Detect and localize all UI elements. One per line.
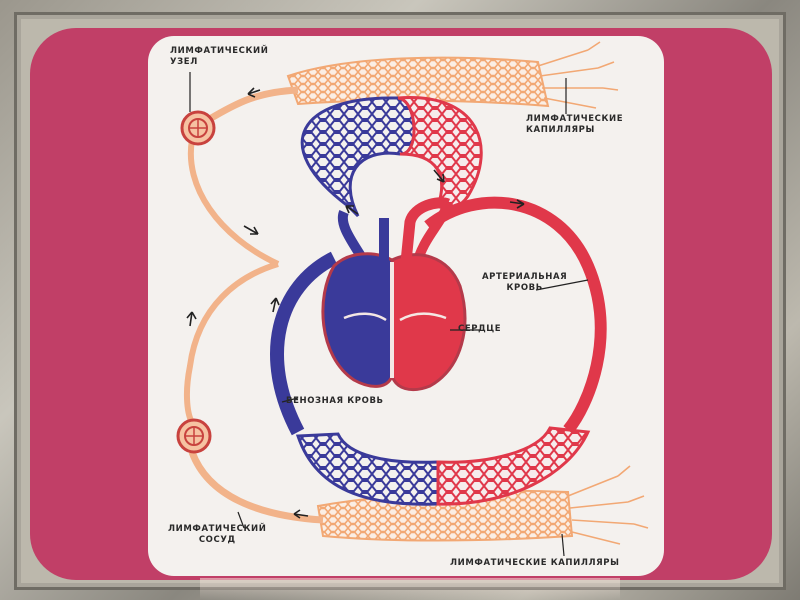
lymph-capillaries-top	[286, 41, 619, 109]
label-leaders	[189, 72, 589, 557]
vena-cava	[270, 251, 338, 436]
arterial-blood-label: АРТЕРИАЛЬНАЯ КРОВЬ	[482, 272, 567, 294]
lymph-node-bottom	[176, 418, 212, 454]
arterial-blood-label-line2: КРОВЬ	[506, 283, 543, 293]
lymph-capillaries-bottom	[316, 465, 649, 545]
lymph-capillaries-bottom-label: ЛИМФАТИЧЕСКИЕ КАПИЛЛЯРЫ	[450, 558, 620, 568]
venous-blood-label: ВЕНОЗНАЯ КРОВЬ	[286, 396, 384, 406]
aorta	[424, 196, 607, 434]
lymph-vessel-label-line2: СОСУД	[198, 535, 236, 545]
flow-arrows	[186, 87, 525, 519]
lymph-node-top	[180, 110, 216, 146]
systemic-capillaries	[295, 426, 591, 506]
diagram-card: ЛИМФАТИЧЕСКИЙ УЗЕЛ ЛИМФАТИЧЕСКИЕ КАПИЛЛЯ…	[148, 36, 664, 576]
heart	[321, 197, 467, 392]
card-reflection	[200, 578, 620, 600]
circulation-diagram	[176, 41, 649, 557]
lymph-vessel-label-line1: ЛИМФАТИЧЕСКИЙ	[168, 524, 267, 534]
lymph-node-label-line1: ЛИМФАТИЧЕСКИЙ	[170, 46, 269, 56]
lymph-capillaries-top-label: ЛИМФАТИЧЕСКИЕ КАПИЛЛЯРЫ	[526, 114, 623, 136]
arterial-blood-label-line1: АРТЕРИАЛЬНАЯ	[482, 272, 568, 282]
lymph-capillaries-top-label-line2: КАПИЛЛЯРЫ	[526, 125, 595, 135]
lymph-vessel-label: ЛИМФАТИЧЕСКИЙ СОСУД	[168, 524, 266, 546]
lymph-node-label-line2: УЗЕЛ	[170, 57, 198, 67]
heart-label: СЕРДЦЕ	[458, 324, 502, 334]
lymph-vessels	[183, 86, 324, 524]
lymph-capillaries-top-label-line1: ЛИМФАТИЧЕСКИЕ	[526, 114, 624, 124]
pulmonary-capillaries	[300, 96, 483, 218]
lymph-node-label: ЛИМФАТИЧЕСКИЙ УЗЕЛ	[170, 46, 268, 68]
